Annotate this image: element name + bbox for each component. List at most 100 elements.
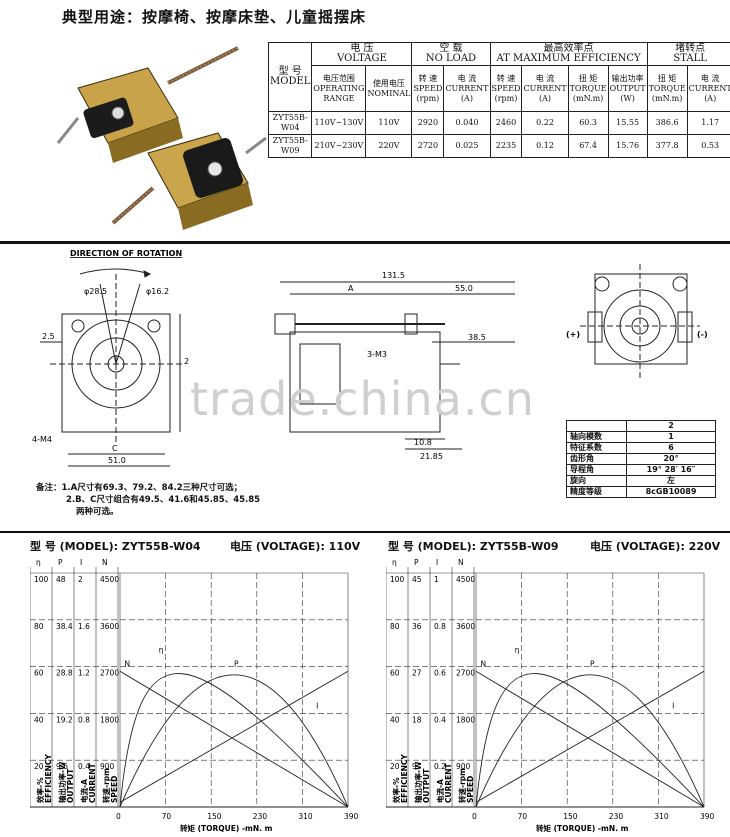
section-divider (0, 531, 730, 533)
output-curve (475, 674, 705, 808)
axis-tick-label: 2 (78, 575, 83, 584)
x-tick-label: 310 (654, 812, 669, 821)
axis-tick-label: 80 (34, 622, 44, 631)
speed-curve (475, 670, 705, 808)
axis-tick-label: 28.8 (56, 669, 73, 678)
curve-label: η (159, 646, 164, 655)
axis-head-label: P (58, 558, 63, 567)
axis-tick-label: 0.8 (78, 715, 90, 724)
current-curve (119, 670, 349, 803)
axis-tick-label: 19.2 (56, 715, 73, 724)
dim-outer-dia: φ28.5 (84, 287, 107, 296)
axis-head-label: I (80, 558, 82, 567)
axis-tick-label: 20 (390, 762, 400, 771)
axis-tick-label: 9 (412, 762, 417, 771)
page-title: 典型用途：按摩椅、按摩床垫、儿童摇摆床 (62, 8, 367, 26)
dim-2-5: 2.5 (42, 332, 55, 341)
dim-21-85: 21.85 (420, 452, 443, 461)
axis-vertical-label-en: SPEED (466, 776, 475, 803)
axis-tick-label: 36 (412, 622, 422, 631)
output-curve (119, 674, 349, 808)
x-tick-label: 150 (563, 812, 578, 821)
axis-head-label: N (458, 558, 464, 567)
x-axis-label: 转矩 (TORQUE) -mN. m (536, 823, 629, 833)
note-line: 两种可选。 (76, 507, 119, 517)
axis-tick-label: 900 (456, 762, 471, 771)
chart2-model: 型 号 (MODEL): ZYT55B-W09 (388, 540, 559, 553)
axis-vertical-label: 电流-A (79, 779, 89, 803)
axis-head-label: η (36, 558, 41, 567)
axis-tick-label: 1.2 (78, 669, 90, 678)
axis-tick-label: 100 (34, 575, 49, 584)
axis-tick-label: 27 (412, 669, 422, 678)
dim-3m3: 3-M3 (367, 350, 387, 359)
axis-tick-label: 3600 (456, 622, 475, 631)
x-tick-label: 0 (116, 812, 121, 821)
axis-tick-label: 60 (390, 669, 400, 678)
motor-photo (56, 46, 267, 230)
axis-tick-label: 100 (390, 575, 405, 584)
axis-vertical-label-en: EFFICIENCY (44, 754, 53, 803)
axis-vertical-label: 效率-% (35, 777, 45, 803)
curve-label: I (316, 702, 318, 711)
x-tick-label: 150 (207, 812, 222, 821)
efficiency-curve (119, 673, 349, 808)
dim-131-5: 131.5 (382, 271, 405, 280)
axis-tick-label: 40 (34, 715, 44, 724)
table-row: 2 (565, 420, 716, 432)
dim-inner-dia: φ16.2 (146, 287, 169, 296)
axis-tick-label: 18 (412, 715, 422, 724)
axis-vertical-label-en: SPEED (110, 776, 119, 803)
axis-vertical-label: 效率-% (391, 777, 401, 803)
axis-vertical-label: 转速-rpm (457, 768, 467, 803)
axis-tick-label: 2700 (100, 669, 119, 678)
axis-tick-label: 20 (34, 762, 44, 771)
x-tick-label: 0 (472, 812, 477, 821)
dim-2: 2 (184, 357, 189, 366)
axis-tick-label: 3600 (100, 622, 119, 631)
dim-51: 51.0 (108, 456, 126, 465)
dim-55: 55.0 (455, 284, 473, 293)
x-axis-label: 转矩 (TORQUE) -mN. m (180, 823, 273, 833)
axis-head-label: η (392, 558, 397, 567)
axis-vertical-label-en: EFFICIENCY (400, 754, 409, 803)
curve-label: N (481, 660, 487, 669)
axis-vertical-label-en: CURRENT (88, 762, 97, 803)
axis-tick-label: 0.4 (434, 715, 446, 724)
x-tick-label: 230 (253, 812, 268, 821)
axis-head-label: N (102, 558, 108, 567)
axis-tick-label: 38.4 (56, 622, 73, 631)
watermark: trade.china.cn (190, 372, 535, 426)
x-tick-label: 70 (518, 812, 528, 821)
axis-tick-label: 4500 (100, 575, 119, 584)
axis-tick-label: 45 (412, 575, 422, 584)
x-tick-label: 390 (344, 812, 359, 821)
dim-c: C (112, 444, 118, 453)
x-tick-label: 70 (162, 812, 172, 821)
axis-tick-label: 0.6 (434, 669, 446, 678)
axis-tick-label: 1.6 (78, 622, 90, 631)
dim-10-8: 10.8 (414, 438, 432, 447)
minus-terminal: (-) (697, 330, 708, 339)
axis-head-label: I (436, 558, 438, 567)
axis-head-label: P (414, 558, 419, 567)
dim-4m4: 4-M4 (32, 435, 52, 444)
